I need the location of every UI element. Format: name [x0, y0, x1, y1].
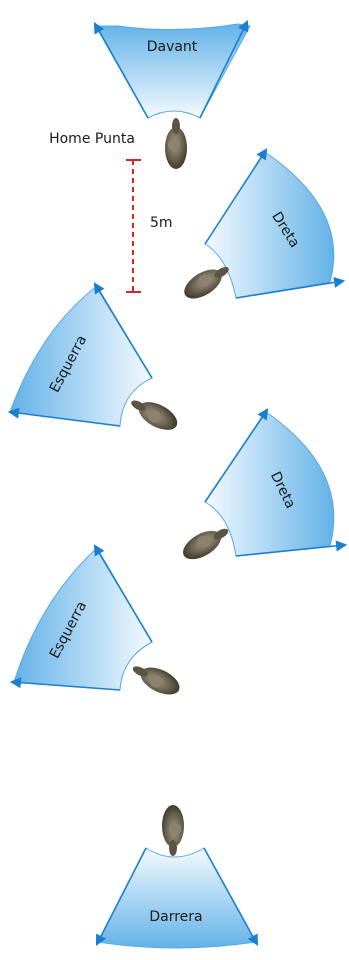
left-1-soldier-icon — [131, 400, 178, 430]
rear-right-arrow — [203, 847, 259, 946]
front-left-arrow — [93, 22, 149, 119]
distance-label: 5m — [150, 215, 173, 231]
right-2-lower-arrow — [235, 540, 348, 557]
right-1-lower-arrow — [235, 276, 346, 299]
sector-front: Davant — [93, 19, 251, 119]
right-1-soldier-icon — [184, 266, 229, 299]
sector-right-2: Dreta — [204, 408, 348, 557]
left-2-soldier-icon — [132, 666, 180, 695]
left-2-upper-arrow — [93, 544, 153, 643]
distance-marker — [126, 159, 141, 293]
rear-left-arrow — [95, 847, 147, 946]
rear-soldier-icon — [162, 805, 184, 856]
right-2-soldier-icon — [183, 528, 229, 560]
sector-left-2: Esquerra — [9, 544, 153, 691]
point-man-label: Home Punta — [49, 131, 135, 147]
right-1-upper-arrow — [204, 148, 268, 245]
sector-left-1: Esquerra — [7, 282, 153, 427]
front-right-arrow — [199, 19, 249, 119]
left-1-upper-arrow — [93, 282, 153, 379]
sector-right-1: Dreta — [204, 148, 346, 299]
rear-label: Darrera — [149, 909, 202, 925]
left-1-lower-arrow — [7, 407, 121, 427]
right-2-upper-arrow — [204, 408, 269, 503]
point-man-soldier-icon — [165, 118, 187, 169]
left-2-lower-arrow — [9, 677, 121, 691]
sector-rear: Darrera — [95, 847, 259, 949]
front-label: Davant — [147, 39, 198, 55]
